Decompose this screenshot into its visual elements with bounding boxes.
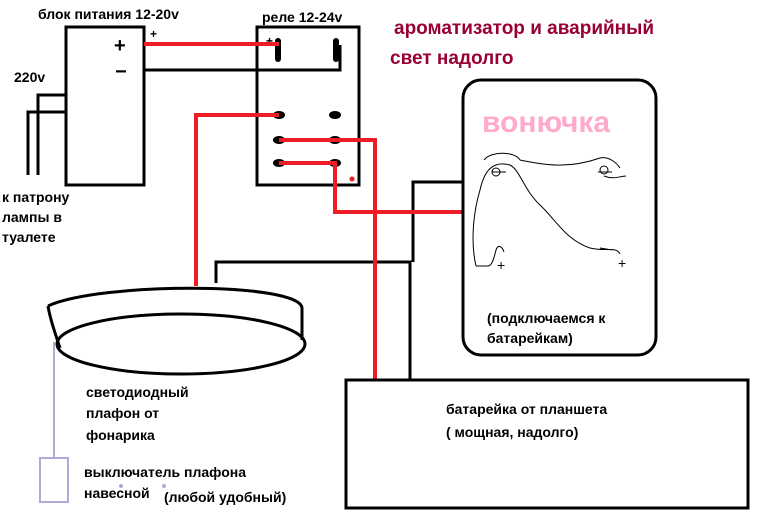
lamp-switch-body: [39, 457, 69, 503]
title-line-2: свет надолго: [390, 48, 513, 69]
lamp-switch: выключатель плафона навесной (любой удоб…: [39, 342, 286, 505]
mains-wire-2: [26, 110, 66, 175]
led-lamp-label-line-2: плафон от: [86, 405, 159, 421]
led-lamp-label-line-1: светодиодный: [86, 384, 189, 400]
wire-relay-to-lamp: [194, 113, 279, 286]
relay: реле 12-24v +: [255, 9, 361, 187]
led-lamp: светодиодный плафон от фонарика: [46, 286, 307, 443]
freshener-plus-left-icon: +: [497, 257, 505, 273]
wire-relay-to-freshener: [279, 161, 463, 214]
tablet-battery-box: [344, 378, 750, 510]
power-supply-plus-sign: +: [114, 35, 126, 57]
power-supply-output-plus: +: [150, 27, 157, 41]
mains-note-line-1: к патрону: [2, 189, 70, 205]
relay-box: [255, 25, 361, 187]
tablet-battery: батарейка от планшета ( мощная, надолго): [344, 378, 750, 510]
air-freshener: вонючка + + (подключаемся к батарейкам): [461, 78, 658, 357]
relay-red-dot: [349, 176, 355, 182]
lamp-switch-dot-2: [162, 484, 166, 488]
power-supply-box: [64, 25, 146, 187]
air-freshener-label: вонючка: [482, 106, 610, 139]
relay-coil-terminal-left: [275, 38, 281, 62]
relay-label: реле 12-24v: [262, 9, 343, 25]
lamp-switch-label-line-1: выключатель плафона: [84, 464, 246, 480]
freshener-plus-right-icon: +: [618, 255, 626, 271]
power-supply: блок питания 12-20v + − +: [38, 6, 179, 187]
lamp-switch-label-line-2b: (любой удобный): [164, 489, 286, 505]
relay-contact-1b: [329, 111, 341, 119]
freshener-terminal-left: [491, 167, 501, 177]
wire-freshener-to-battery: [411, 180, 463, 262]
wire-relay-to-battery: [279, 138, 377, 380]
air-freshener-note-line-1: (подключаемся к: [487, 310, 606, 326]
lamp-switch-dot-1: [119, 484, 123, 488]
power-supply-minus-sign: −: [115, 61, 127, 83]
title-line-1: ароматизатор и аварийный: [394, 18, 654, 39]
mains-note-line-2: лампы в: [2, 209, 62, 225]
power-supply-label: блок питания 12-20v: [38, 6, 179, 22]
wire-psu-minus-to-relay: [144, 45, 342, 72]
led-lamp-dome: [55, 312, 307, 376]
wire-lamp-to-battery: [214, 260, 412, 380]
air-freshener-body: [461, 78, 658, 357]
tablet-battery-label-line-1: батарейка от планшета: [446, 401, 607, 417]
tablet-battery-label-line-2: ( мощная, надолго): [446, 424, 578, 440]
lamp-switch-label-line-2: навесной: [84, 485, 150, 501]
led-lamp-rim: [46, 286, 304, 349]
led-lamp-label-line-3: фонарика: [86, 427, 155, 443]
air-freshener-note-line-2: батарейкам): [487, 330, 573, 346]
relay-coil-terminal-right: [333, 38, 339, 62]
mains-voltage-label: 220v: [14, 69, 45, 85]
air-freshener-battery-compartment-sketch: [472, 152, 627, 267]
mains-note-line-3: туалете: [2, 229, 56, 245]
mains-wire-1: [36, 93, 66, 175]
freshener-terminal-right: [599, 165, 609, 175]
relay-coil-plus: +: [266, 34, 273, 48]
mains-input: 220v к патрону лампы в туалете: [2, 69, 70, 245]
